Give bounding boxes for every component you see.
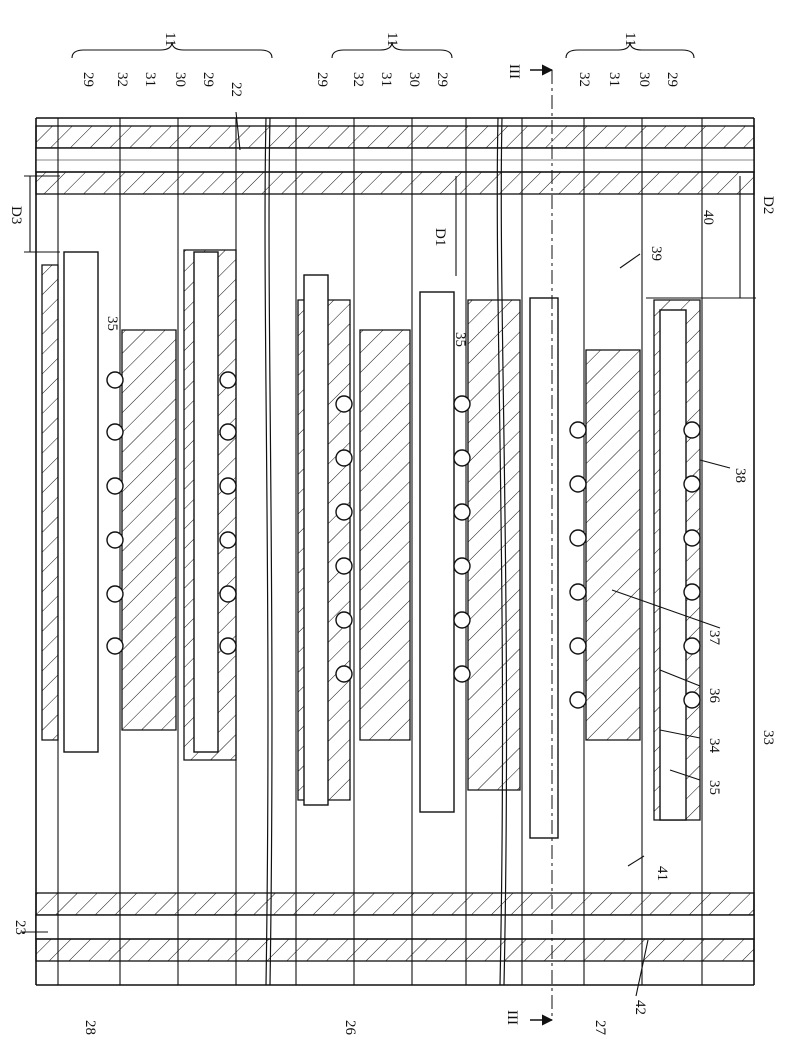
- label-29-a: 29: [80, 72, 96, 87]
- label-32-b: 32: [350, 72, 366, 87]
- label-31-b: 31: [378, 72, 394, 87]
- label-40: 40: [700, 210, 716, 225]
- label-31-a: 31: [142, 72, 158, 87]
- label-29-b: 29: [200, 72, 216, 87]
- label-31-c: 31: [606, 72, 622, 87]
- top-channel-band: [36, 126, 754, 194]
- label-29-c: 29: [314, 72, 330, 87]
- label-30-c: 30: [636, 72, 652, 87]
- label-D3: D3: [8, 206, 24, 224]
- label-26: 26: [342, 1020, 358, 1036]
- label-32-c: 32: [576, 72, 592, 87]
- label-28: 28: [82, 1020, 98, 1035]
- label-11-b: 11: [384, 32, 400, 46]
- label-III-bottom: III: [504, 1010, 520, 1025]
- core-blocks: [42, 250, 700, 820]
- label-35-b: 35: [452, 332, 468, 347]
- label-37: 37: [706, 630, 722, 646]
- label-23: 23: [12, 920, 28, 935]
- label-33: 33: [760, 730, 776, 745]
- label-35-a: 35: [104, 316, 120, 331]
- label-36: 36: [706, 688, 722, 704]
- label-41: 41: [654, 866, 670, 881]
- bottom-channel-band: [36, 893, 754, 961]
- label-D1: D1: [432, 228, 448, 246]
- label-32-a: 32: [114, 72, 130, 87]
- label-29-d: 29: [434, 72, 450, 87]
- label-11-c: 11: [622, 32, 638, 46]
- label-38: 38: [732, 468, 748, 483]
- label-30-a: 30: [172, 72, 188, 87]
- label-22: 22: [228, 82, 244, 97]
- label-35-c: 35: [706, 780, 722, 795]
- label-39: 39: [648, 246, 664, 261]
- bump-column-1: [107, 372, 123, 654]
- label-29-e: 29: [664, 72, 680, 87]
- label-42: 42: [632, 1000, 648, 1015]
- label-34: 34: [706, 738, 722, 754]
- label-III-top: III: [506, 64, 522, 79]
- label-11-a: 11: [162, 32, 178, 46]
- label-30-b: 30: [406, 72, 422, 87]
- label-27: 27: [592, 1020, 608, 1036]
- label-D2: D2: [760, 196, 776, 214]
